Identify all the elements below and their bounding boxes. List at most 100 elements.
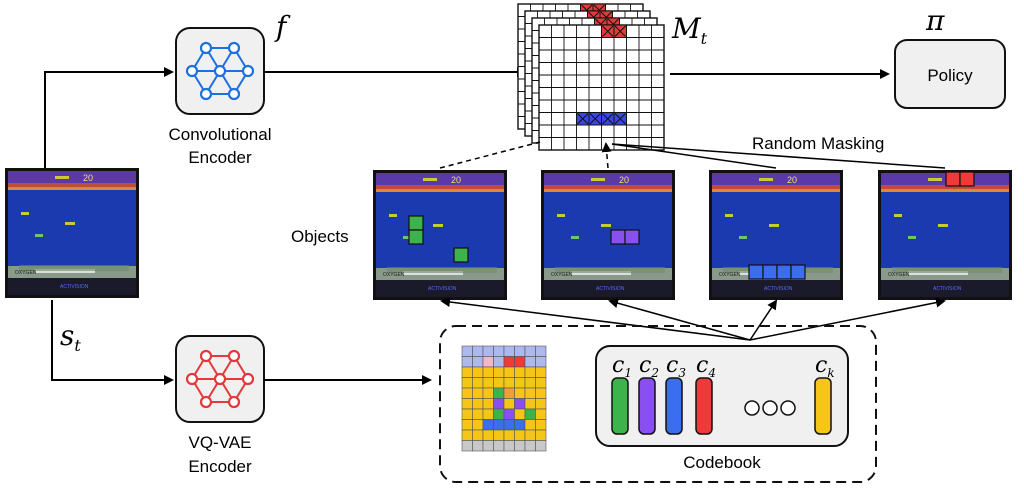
code-vector-bar: [814, 377, 832, 435]
footer-label: ACTIVISION: [933, 286, 962, 292]
object-patch: [610, 229, 626, 245]
oxygen-label: OXYGEN: [15, 270, 37, 276]
token-cell: [503, 408, 515, 420]
object-patch: [790, 264, 806, 280]
token-cell: [472, 398, 484, 410]
vqvae-encoder-block: [175, 335, 265, 423]
code-vector-bar: [695, 377, 713, 435]
dashed-link-1: [439, 141, 541, 169]
token-cell: [524, 408, 536, 420]
token-cell: [472, 429, 484, 441]
code-vector-label: c4: [696, 353, 716, 380]
neural-net-icon: [185, 349, 255, 409]
token-cell: [493, 356, 505, 368]
token-cell: [482, 408, 494, 420]
token-cell: [493, 366, 505, 378]
token-cell: [524, 398, 536, 410]
token-cell: [503, 429, 515, 441]
token-cell: [535, 429, 547, 441]
token-cell: [461, 398, 473, 410]
token-cell: [461, 387, 473, 399]
token-cell: [482, 377, 494, 389]
token-cell: [472, 419, 484, 431]
token-cell: [535, 366, 547, 378]
conv-encoder-block: [175, 27, 265, 115]
token-cell: [461, 440, 473, 452]
token-cell: [535, 440, 547, 452]
token-cell: [524, 419, 536, 431]
arrow-to-conv-encoder: [44, 67, 174, 168]
token-cell: [493, 387, 505, 399]
token-cell: [535, 356, 547, 368]
arrow-codebook-to-frame-3: [749, 299, 778, 341]
object-patch: [748, 264, 764, 280]
object-patch: [624, 229, 640, 245]
token-cell: [514, 345, 526, 357]
vqvae-label-1: VQ-VAE: [189, 433, 252, 452]
codebook-label: Codebook: [683, 453, 761, 472]
token-cell: [535, 419, 547, 431]
token-cell: [472, 387, 484, 399]
mask-stack: [517, 3, 665, 151]
quantized-token-grid: [461, 345, 547, 452]
token-cell: [472, 377, 484, 389]
token-cell: [493, 377, 505, 389]
arrow-codebook-to-frame-2: [608, 298, 751, 341]
object-patch: [945, 171, 961, 187]
vqvae-label-2: Encoder: [188, 457, 252, 476]
oxygen-label: OXYGEN: [383, 272, 405, 278]
code-vector-label: c2: [639, 353, 659, 380]
footer-label: ACTIVISION: [60, 284, 89, 290]
token-cell: [482, 429, 494, 441]
mask-label: Mt: [671, 12, 708, 48]
footer-label: ACTIVISION: [428, 286, 457, 292]
dashed-link-2: [601, 142, 612, 169]
token-cell: [482, 419, 494, 431]
token-cell: [461, 429, 473, 441]
token-cell: [482, 366, 494, 378]
conv-encoder-label-1: Convolutional: [168, 125, 271, 144]
arrow-codebook-to-frame-4: [749, 297, 946, 341]
token-cell: [514, 408, 526, 420]
token-cell: [482, 387, 494, 399]
code-vector-bar: [638, 377, 656, 435]
token-cell: [472, 356, 484, 368]
arrow-codebook-to-frame-1: [440, 297, 751, 341]
score-text: 20: [83, 173, 93, 183]
object-patch: [408, 229, 424, 245]
input-observation-frame: 20 OXYGEN ACTIVISION: [5, 168, 139, 298]
state-label: st: [60, 319, 81, 355]
policy-label: Policy: [927, 66, 973, 85]
token-cell: [482, 440, 494, 452]
token-cell: [535, 408, 547, 420]
object-frame-green: 20 OXYGEN ACTIVISION: [373, 170, 507, 300]
token-cell: [503, 345, 515, 357]
token-cell: [503, 387, 515, 399]
token-cell: [524, 440, 536, 452]
token-cell: [472, 345, 484, 357]
object-frame-purple: 20 OXYGEN ACTIVISION: [541, 170, 675, 300]
token-cell: [514, 356, 526, 368]
token-cell: [493, 419, 505, 431]
token-cell: [503, 419, 515, 431]
oxygen-label: OXYGEN: [888, 272, 910, 278]
token-cell: [514, 429, 526, 441]
codebook-region: [439, 325, 877, 483]
footer-label: ACTIVISION: [764, 286, 793, 292]
token-cell: [503, 440, 515, 452]
link-3: [611, 143, 777, 169]
token-cell: [535, 398, 547, 410]
policy-box: [894, 39, 1006, 109]
token-cell: [482, 356, 494, 368]
token-cell: [524, 377, 536, 389]
token-cell: [514, 366, 526, 378]
token-cell: [482, 398, 494, 410]
token-cell: [472, 440, 484, 452]
token-cell: [514, 387, 526, 399]
object-patch: [762, 264, 778, 280]
object-patch: [776, 264, 792, 280]
ellipsis-circles: [744, 400, 796, 416]
token-cell: [514, 377, 526, 389]
codebook-box: [595, 345, 849, 447]
